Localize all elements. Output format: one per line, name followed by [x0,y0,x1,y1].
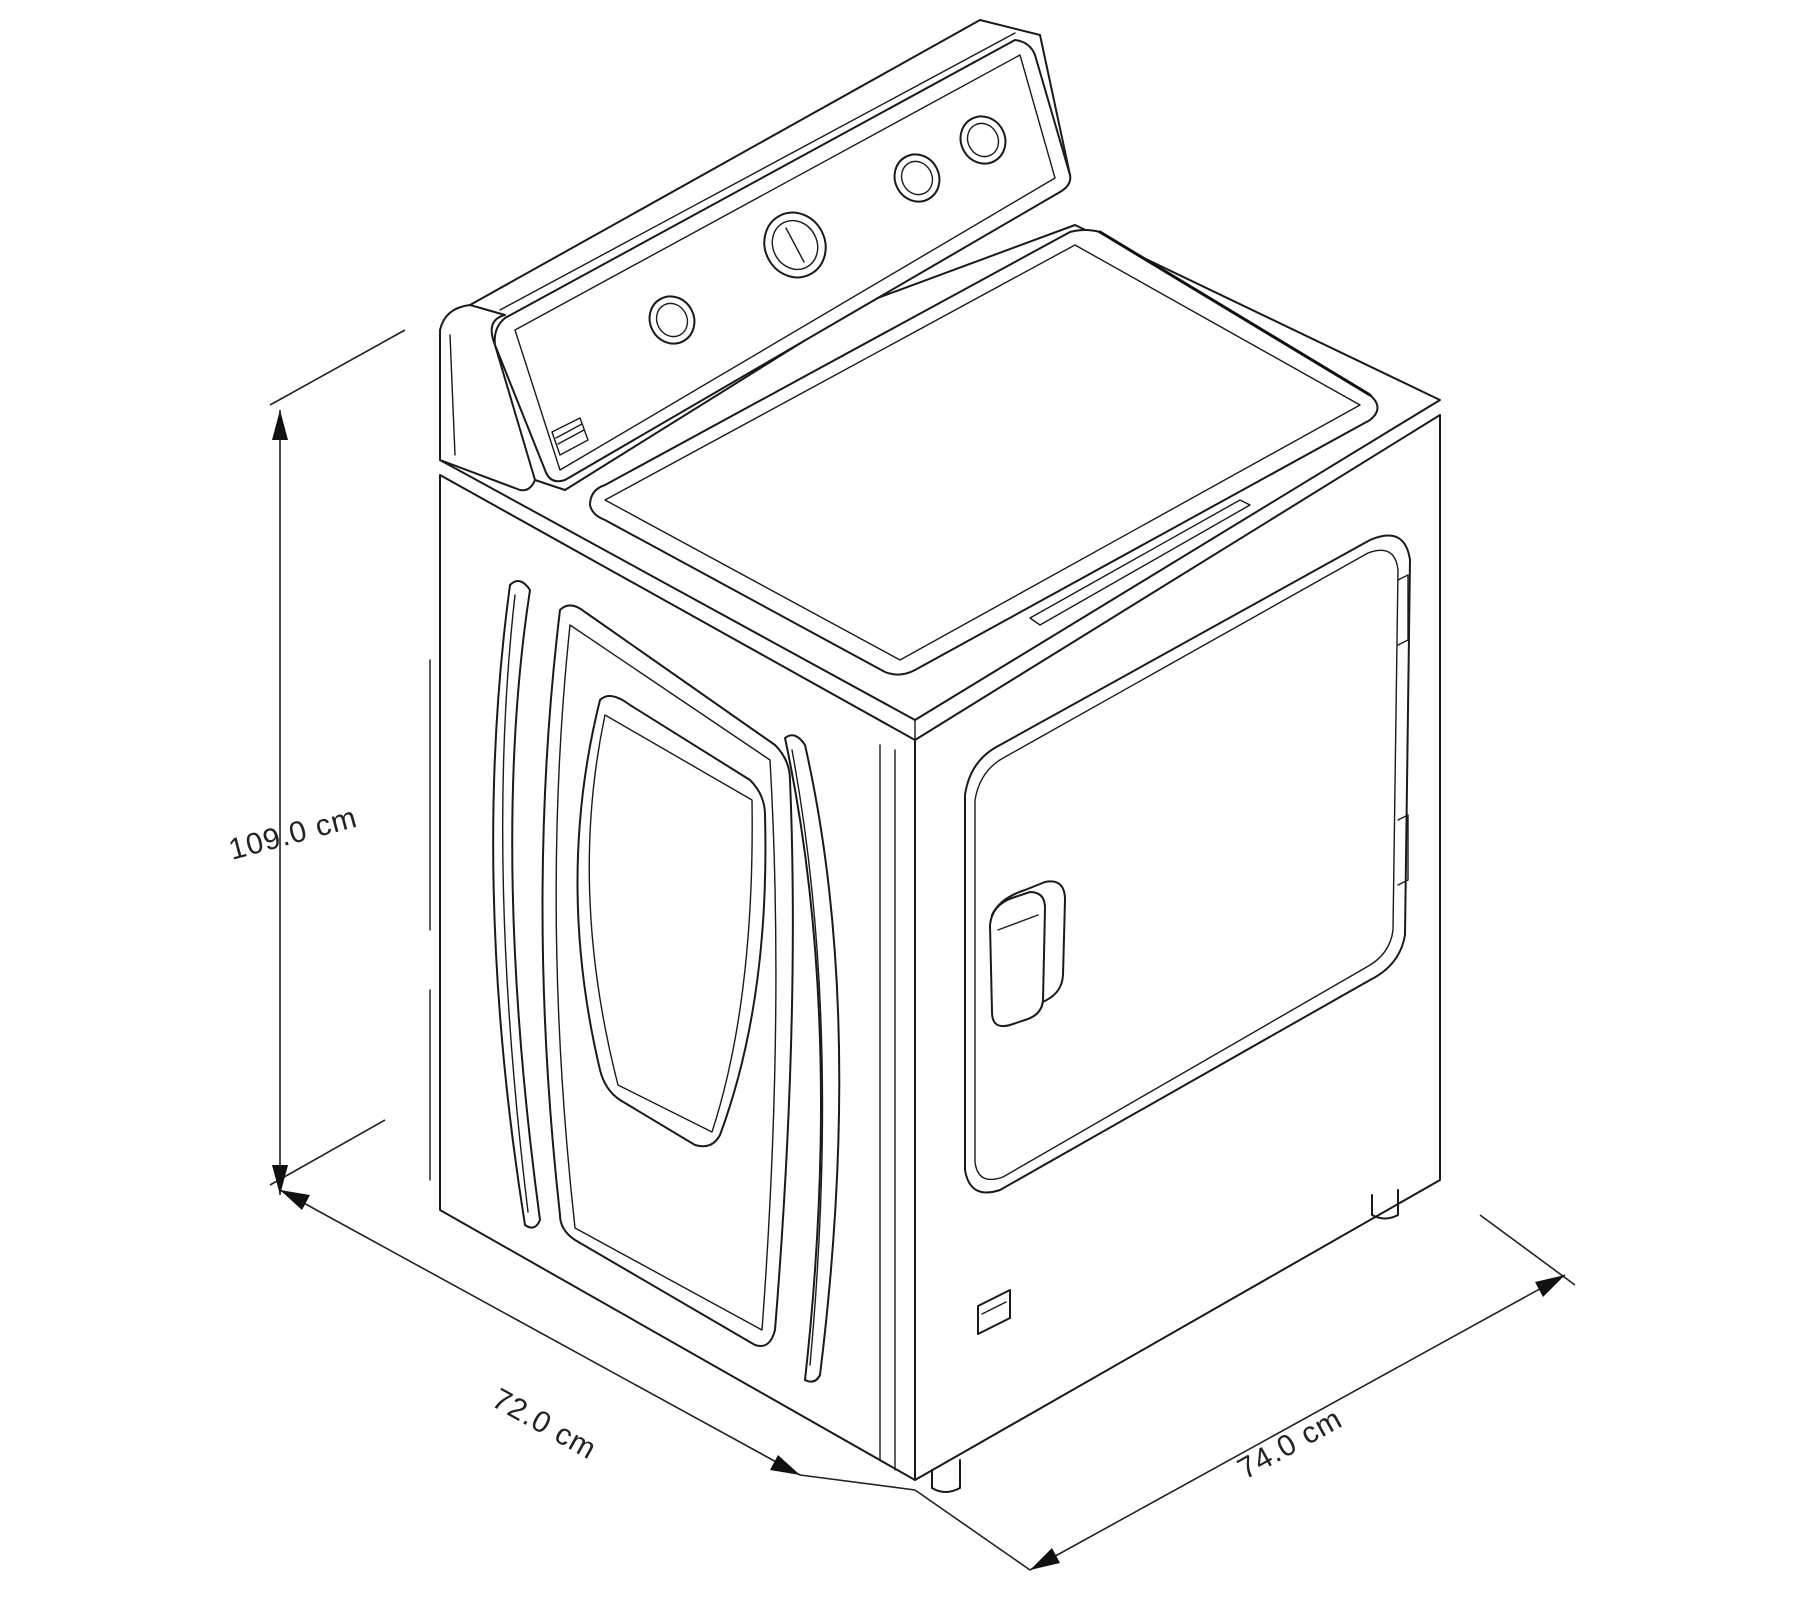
brand-badge [551,417,589,456]
knob-3[interactable] [886,146,947,209]
knob-4[interactable] [952,108,1013,171]
front-label-plate [977,1289,1011,1335]
knob-1[interactable] [641,288,702,351]
width-label: 72.0 cm [487,1382,602,1466]
door-handle[interactable] [989,880,1066,1028]
top-lid[interactable] [589,229,1379,676]
depth-label: 74.0 cm [1232,1402,1347,1486]
front-rib-left [492,580,541,1229]
dryer-feet [931,1189,1399,1493]
front-oval-window [576,695,767,1148]
front-rib-right [784,734,841,1383]
height-label: 109.0 cm [225,801,360,867]
side-door[interactable] [964,534,1411,1194]
knob-2[interactable] [753,202,837,288]
height-dimension: 109.0 cm [225,329,406,1195]
